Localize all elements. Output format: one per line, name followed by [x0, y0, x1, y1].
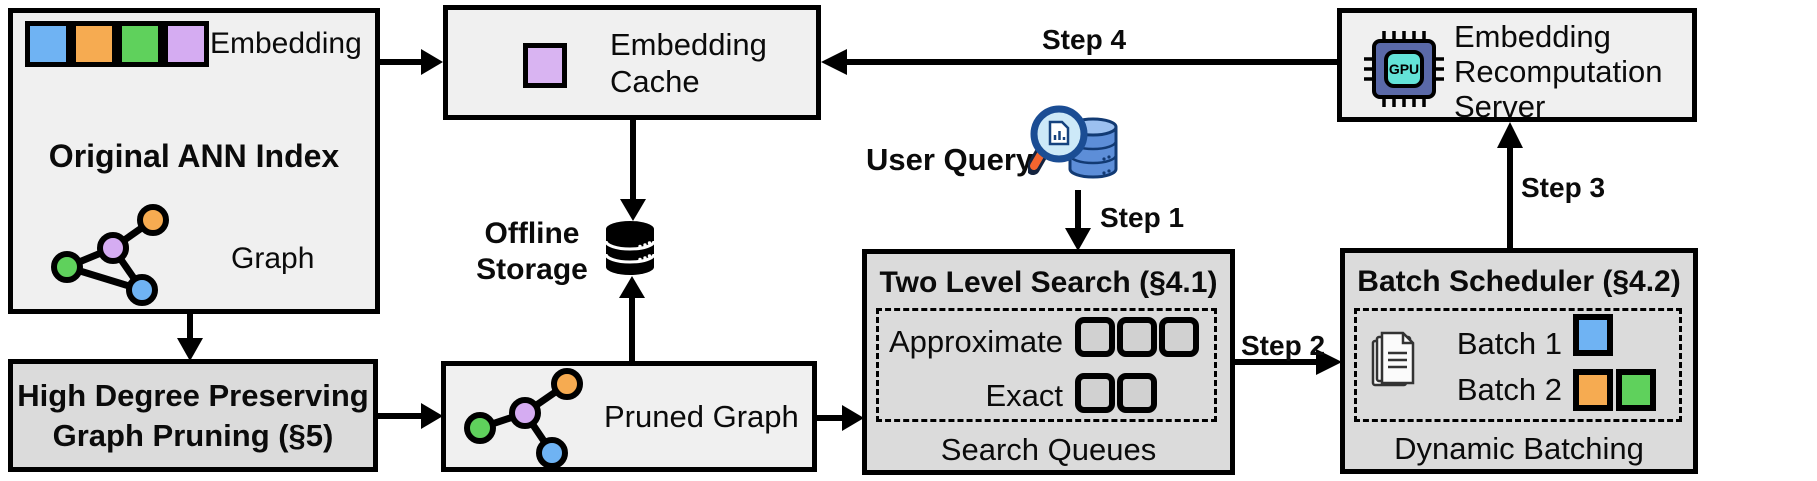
queue-slot	[1159, 317, 1199, 357]
embedding-cell-purple	[163, 21, 209, 67]
arrow-step3-batch-to-server	[1497, 122, 1523, 250]
approximate-label: Approximate	[888, 324, 1063, 359]
embedding-vector-icon	[25, 21, 209, 67]
batch2-square-green	[1616, 369, 1656, 411]
pruned-graph-icon	[464, 368, 583, 469]
queue-slot	[1075, 317, 1115, 357]
arrow-pruned-graph-to-storage	[619, 276, 645, 363]
database-icon	[604, 221, 656, 275]
embedding-cache-label: Embedding Cache	[610, 27, 767, 99]
search-queues-footer: Search Queues	[940, 432, 1157, 467]
pruned-graph-label: Pruned Graph	[604, 399, 799, 434]
arrow-ann-to-pruning	[177, 311, 203, 361]
batch2-label: Batch 2	[1456, 372, 1562, 407]
queue-slot	[1117, 317, 1157, 357]
step2-label: Step 2	[1241, 330, 1326, 361]
recomputation-server-box: GPU Embedding Recomputation Server	[1337, 8, 1697, 124]
graph-pruning-box: High Degree Preserving Graph Pruning (§5…	[8, 359, 378, 472]
documents-icon	[1371, 331, 1415, 387]
gpu-icon-label: GPU	[1389, 61, 1419, 77]
arrow-pruned-graph-to-search	[815, 405, 864, 431]
two-level-search-title: Two Level Search (§4.1)	[879, 266, 1218, 299]
queue-slot	[1117, 373, 1157, 413]
arrow-step4-server-to-cache	[821, 49, 1339, 75]
exact-queues	[1075, 373, 1157, 413]
arrow-step2-search-to-batch	[1233, 349, 1342, 375]
embedding-cell-green	[117, 21, 163, 67]
batch2-square-orange	[1573, 369, 1613, 411]
query-search-database-icon	[1028, 105, 1118, 179]
user-query-label: User Query	[866, 142, 1034, 177]
dynamic-batching-region: Batch 1 Batch 2	[1354, 308, 1682, 422]
step4-label: Step 4	[1042, 24, 1127, 55]
graph-pruning-line2: Graph Pruning (§5)	[52, 417, 334, 453]
recomputation-server-label: Embedding Recomputation Server	[1454, 19, 1663, 124]
batch-scheduler-box: Batch Scheduler (§4.2) Batch 1 Batch 2 D…	[1340, 248, 1698, 474]
ann-index-title: Original ANN Index	[48, 138, 340, 174]
embedding-cell-blue	[25, 21, 71, 67]
embedding-cell-orange	[71, 21, 117, 67]
graph-icon	[51, 204, 169, 306]
approximate-queues	[1075, 317, 1199, 357]
batch1-square-blue	[1573, 314, 1613, 356]
arrow-ann-to-cache	[378, 49, 443, 75]
search-queues-region: Approximate Exact	[876, 308, 1217, 422]
graph-pruning-line1: High Degree Preserving	[17, 377, 369, 413]
step3-label: Step 3	[1521, 172, 1606, 203]
gpu-chip-icon: GPU	[1364, 31, 1444, 107]
original-ann-index-box: Embedding Original ANN Index Graph	[8, 8, 380, 314]
step1-label: Step 1	[1100, 202, 1185, 233]
two-level-search-box: Two Level Search (§4.1) Approximate Exac…	[862, 249, 1235, 475]
pruned-graph-box: Pruned Graph	[441, 361, 817, 472]
embedding-cache-box: Embedding Cache	[443, 5, 821, 120]
arrow-step1-query-to-search	[1065, 190, 1091, 251]
offline-storage-label: Offline Storage	[476, 217, 588, 286]
arrow-pruning-to-pruned-graph	[376, 403, 443, 429]
batch-scheduler-title: Batch Scheduler (§4.2)	[1357, 265, 1681, 298]
exact-label: Exact	[985, 378, 1063, 413]
embedding-label: Embedding	[210, 27, 362, 60]
batch1-label: Batch 1	[1456, 326, 1562, 361]
graph-label: Graph	[231, 242, 315, 275]
dynamic-batching-footer: Dynamic Batching	[1394, 431, 1644, 466]
queue-slot	[1075, 373, 1115, 413]
cached-embedding-square	[523, 43, 567, 88]
arrow-cache-to-storage	[620, 118, 646, 221]
